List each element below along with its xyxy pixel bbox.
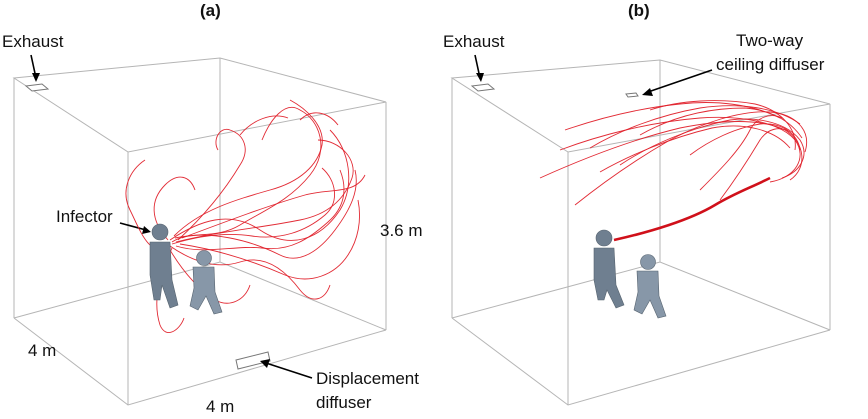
panel-b-label: (b) xyxy=(628,1,650,20)
displacement-diffuser-label-2: diffuser xyxy=(316,393,372,412)
infector-head xyxy=(151,223,169,241)
pathline xyxy=(171,167,335,245)
pathline xyxy=(689,123,801,156)
companion-mannequin-b xyxy=(633,254,667,319)
infector-arrow xyxy=(119,222,147,231)
exhaust-vent-b xyxy=(470,83,496,92)
room-b-wireframe xyxy=(450,59,831,406)
exhaust-vent-a xyxy=(24,83,50,92)
pathline xyxy=(177,128,246,241)
pathline xyxy=(559,116,801,183)
room-a-ceiling xyxy=(12,57,387,153)
pathline xyxy=(649,100,796,151)
pathline xyxy=(171,106,322,243)
pathline xyxy=(719,128,791,201)
ceiling-diffuser-vent xyxy=(625,92,639,98)
exhaust-arrowhead-b xyxy=(476,73,484,82)
pathline xyxy=(153,176,196,241)
pathline xyxy=(179,199,360,280)
displacement-diffuser-vent xyxy=(235,351,271,370)
pathline xyxy=(299,112,339,126)
pathline xyxy=(699,115,783,191)
companion-mannequin-a xyxy=(189,250,223,315)
companion-body xyxy=(189,266,223,315)
companion-body-b xyxy=(633,270,667,319)
exhaust-label-b: Exhaust xyxy=(443,32,505,51)
pathline xyxy=(174,169,357,259)
infector-head-b xyxy=(595,229,613,247)
pathline xyxy=(181,174,366,239)
ceiling-diffuser-arrow xyxy=(647,69,713,93)
pathline xyxy=(173,99,323,237)
infector-label: Infector xyxy=(56,207,113,226)
ceiling-diffuser-label-1: Two-way xyxy=(736,31,804,50)
pathline xyxy=(169,129,350,241)
displacement-diffuser-arrowhead xyxy=(260,359,270,368)
exhaust-arrowhead-a xyxy=(32,73,40,82)
room-b-floor xyxy=(451,317,831,406)
infector-arrowhead xyxy=(142,226,151,234)
pathline xyxy=(599,125,791,173)
pathline xyxy=(239,115,289,136)
pathline xyxy=(564,102,781,131)
displacement-diffuser-label-1: Displacement xyxy=(316,369,419,388)
room-a-floor-back xyxy=(13,261,387,331)
pathline xyxy=(175,169,345,251)
room-a-floor xyxy=(13,317,387,406)
exhaust-label-a: Exhaust xyxy=(2,32,64,51)
companion-head-b xyxy=(640,254,656,270)
infector-mannequin-b xyxy=(593,229,625,309)
pathlines-b xyxy=(539,100,807,242)
height-dimension-label: 3.6 m xyxy=(380,221,423,240)
infector-mannequin xyxy=(149,223,179,309)
pathline-bundle xyxy=(613,176,771,242)
depth-dimension-label: 4 m xyxy=(28,341,56,360)
displacement-diffuser-arrow xyxy=(265,362,313,379)
panel-a-label: (a) xyxy=(200,1,221,20)
infector-body-b xyxy=(593,247,625,309)
infector-body xyxy=(149,241,179,309)
room-a-wireframe xyxy=(12,57,387,406)
companion-head xyxy=(196,250,212,266)
width-dimension-label: 4 m xyxy=(206,397,234,416)
panel-a: (a) Exhaust Displacement diffuser 3.6 m … xyxy=(2,1,423,416)
pathline xyxy=(639,107,803,139)
room-b-floor-back xyxy=(451,261,831,331)
panel-b: (b) Exhaust Two-way ceiling diffuser xyxy=(443,1,831,406)
ceiling-diffuser-label-2: ceiling diffuser xyxy=(716,55,825,74)
pathline xyxy=(175,139,354,243)
ceiling-diffuser-arrowhead xyxy=(642,88,653,96)
pathlines-a xyxy=(125,99,366,333)
